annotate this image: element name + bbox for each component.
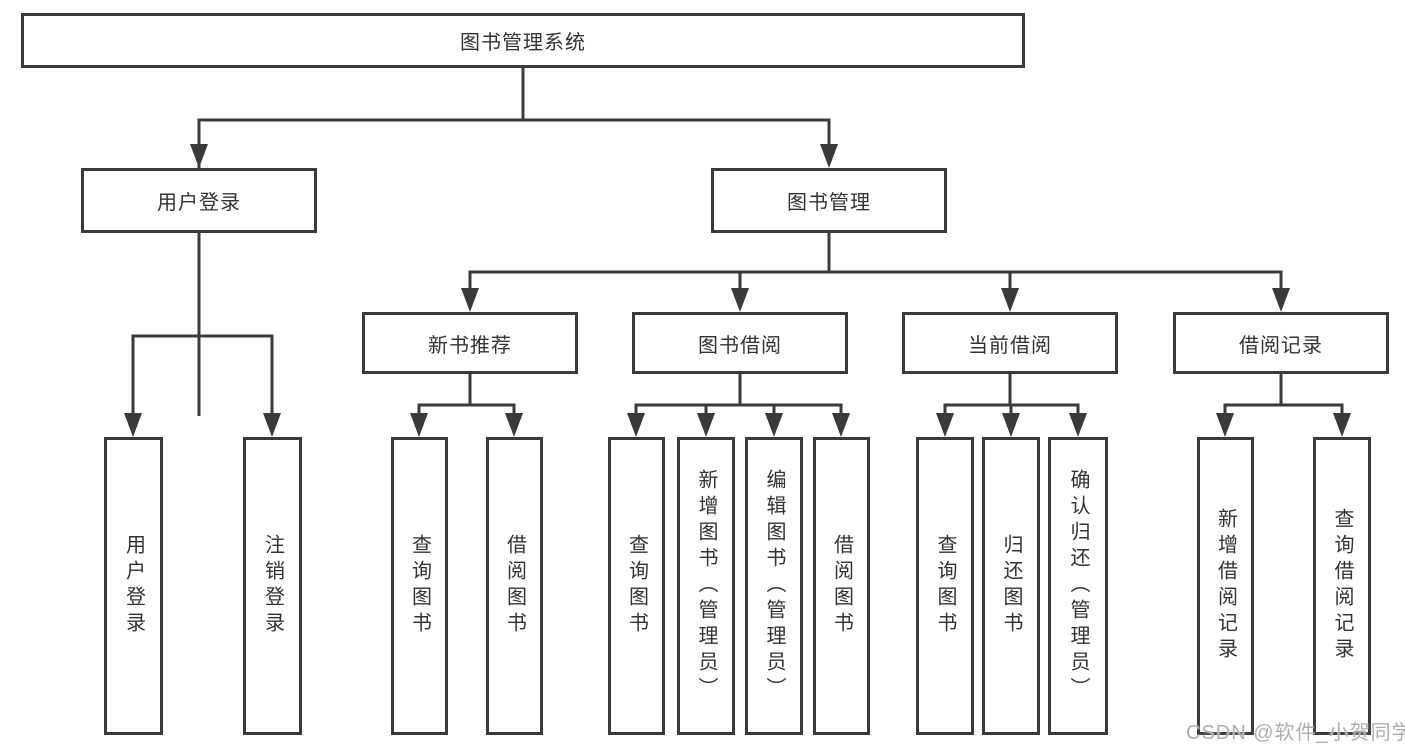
wire-record-children: [1223, 374, 1344, 415]
leaf-query-book-1: 查询图书: [391, 437, 448, 735]
arrowheads: [124, 144, 1351, 437]
leaf-add-borrow-record: 新增借阅记录: [1197, 437, 1254, 735]
leaf-query-borrow-record: 查询借阅记录: [1313, 437, 1371, 735]
node-book-borrow: 图书借阅: [632, 312, 848, 374]
leaf-return-book: 归还图书: [982, 437, 1040, 735]
wire-root-to-level2: [197, 68, 831, 416]
node-user-login: 用户登录: [81, 168, 317, 233]
wire-current-children: [943, 374, 1080, 415]
wire-mgmt-to-level3: [468, 233, 1283, 290]
leaf-user-login: 用户登录: [104, 437, 163, 735]
leaf-borrow-book-1: 借阅图书: [486, 437, 543, 735]
leaf-query-book-3: 查询图书: [916, 437, 974, 735]
node-library-system-root: 图书管理系统: [21, 13, 1025, 68]
leaf-borrow-book-2: 借阅图书: [813, 437, 870, 735]
wire-level2-arrowstems: [197, 120, 831, 146]
leaf-add-book-admin: 新增图书（管理员）: [677, 437, 735, 735]
leaf-logout: 注销登录: [243, 437, 302, 735]
wire-recommend-children: [417, 374, 516, 415]
node-new-book-recommend: 新书推荐: [362, 312, 578, 374]
wire-borrow-children: [634, 374, 843, 415]
wire-login-children: [131, 233, 274, 415]
node-book-management: 图书管理: [711, 168, 947, 233]
leaf-query-book-2: 查询图书: [608, 437, 665, 735]
leaf-confirm-return-admin: 确认归还（管理员）: [1048, 437, 1108, 735]
node-current-borrow: 当前借阅: [902, 312, 1118, 374]
csdn-watermark: CSDN @软件_小贺同学: [1186, 722, 1405, 744]
leaf-edit-book-admin: 编辑图书（管理员）: [745, 437, 803, 735]
node-borrow-record: 借阅记录: [1173, 312, 1389, 374]
